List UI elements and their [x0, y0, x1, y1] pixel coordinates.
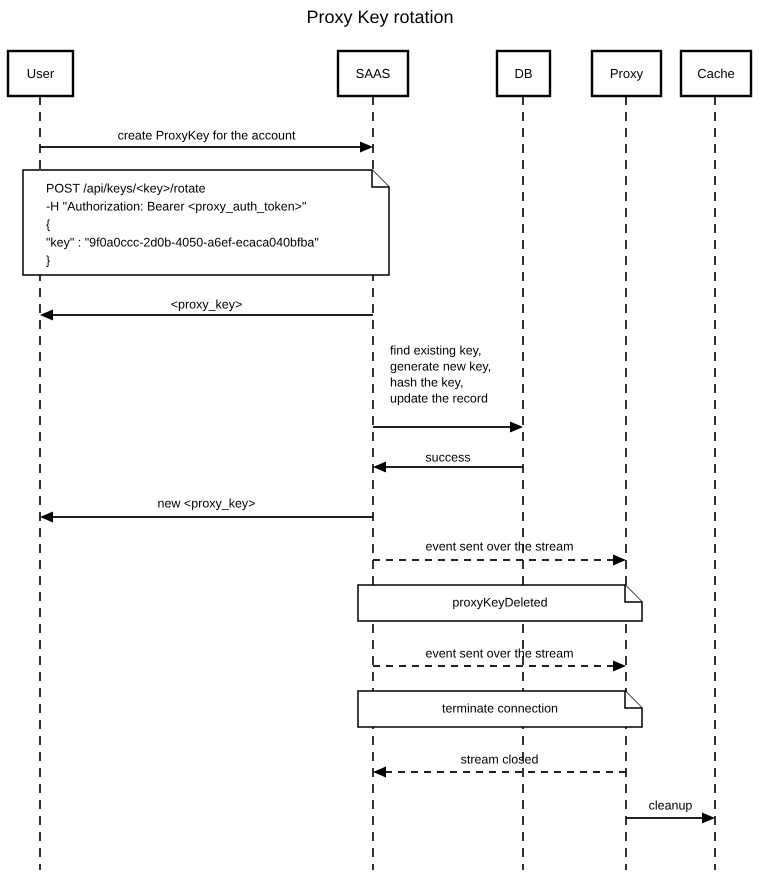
- message-label-m6: event sent over the stream: [426, 539, 574, 553]
- arrow-head-m7: [613, 660, 626, 672]
- message-label-m8: stream closed: [461, 752, 539, 766]
- self-note-line: update the record: [390, 391, 488, 405]
- message-label-m7: event sent over the stream: [426, 646, 574, 660]
- arrow-head-m5: [40, 511, 53, 523]
- message-label-m5: new <proxy_key>: [158, 496, 256, 510]
- proxy-key-deleted-note[interactable]: proxyKeyDeleted: [357, 584, 643, 622]
- note-text-line: -H "Authorization: Bearer <proxy_auth_to…: [46, 199, 306, 213]
- participant-saas[interactable]: SAAS: [336, 49, 410, 98]
- message-label-m1: create ProxyKey for the account: [118, 128, 296, 142]
- self-note-sn1: find existing key, generate new key, hash …: [390, 343, 491, 405]
- arrow-head-m6: [613, 554, 626, 566]
- page-title: Proxy Key rotation: [306, 7, 453, 27]
- note-fold-corner-icon: [624, 585, 642, 603]
- message-m9[interactable]: cleanup: [626, 798, 715, 824]
- participant-label-db: DB: [514, 66, 532, 81]
- note-fold-corner-icon: [371, 170, 389, 188]
- note-body: [22, 169, 390, 276]
- participant-proxy[interactable]: Proxy: [590, 49, 663, 98]
- note-fold-corner-icon: [624, 691, 642, 709]
- participant-user[interactable]: User: [6, 49, 75, 98]
- self-notes-layer: find existing key, generate new key, hash …: [390, 343, 491, 405]
- message-m3[interactable]: [373, 421, 523, 433]
- self-note-line: generate new key,: [390, 359, 491, 373]
- message-label-m4: success: [425, 450, 470, 464]
- arrow-head-m8: [373, 766, 386, 778]
- note-body: [357, 584, 643, 622]
- message-label-m9: cleanup: [649, 798, 693, 812]
- participant-label-saas: SAAS: [356, 66, 391, 81]
- message-m7[interactable]: event sent over the stream: [373, 646, 626, 672]
- participant-box-user: [6, 49, 75, 98]
- participant-label-cache: Cache: [697, 66, 735, 81]
- message-m2[interactable]: <proxy_key>: [40, 297, 373, 321]
- message-m5[interactable]: new <proxy_key>: [40, 496, 373, 523]
- terminate-connection-note[interactable]: terminate connection: [357, 690, 643, 728]
- arrow-head-m2: [40, 309, 53, 321]
- arrow-head-m4: [373, 461, 386, 473]
- notes-layer: POST /api/keys/<key>/rotate -H "Authoriza…: [22, 169, 643, 728]
- note-text-line: POST /api/keys/<key>/rotate: [46, 181, 206, 195]
- participant-label-user: User: [27, 66, 55, 81]
- arrow-head-m9: [702, 812, 715, 824]
- message-m4[interactable]: success: [373, 450, 523, 473]
- note-text-line: {: [46, 217, 50, 231]
- arrow-head-m1: [360, 141, 373, 153]
- note-text-line: }: [46, 253, 50, 267]
- post-rotate-request-note[interactable]: POST /api/keys/<key>/rotate -H "Authoriza…: [22, 169, 390, 276]
- participant-box-saas: [336, 49, 410, 98]
- messages-layer: create ProxyKey for the account <proxy_ke…: [40, 128, 715, 824]
- note-body: [357, 690, 643, 728]
- arrow-head-m3: [510, 421, 523, 433]
- message-m6[interactable]: event sent over the stream: [373, 539, 626, 566]
- participant-db[interactable]: DB: [495, 49, 552, 98]
- note-text-line: "key" : "9f0a0ccc-2d0b-4050-a6ef-ecaca04…: [46, 235, 319, 249]
- participants-layer: User SAAS DB Proxy Cache: [6, 49, 753, 98]
- participant-box-db: [495, 49, 552, 98]
- participant-label-proxy: Proxy: [610, 66, 644, 81]
- message-m8[interactable]: stream closed: [373, 752, 626, 778]
- participant-cache[interactable]: Cache: [679, 49, 753, 98]
- message-m1[interactable]: create ProxyKey for the account: [40, 128, 373, 153]
- participant-box-cache: [679, 49, 753, 98]
- note-text-line: proxyKeyDeleted: [452, 595, 547, 609]
- message-label-m2: <proxy_key>: [171, 297, 243, 311]
- note-text-line: terminate connection: [442, 701, 558, 715]
- participant-box-proxy: [590, 49, 663, 98]
- self-note-line: find existing key,: [390, 343, 481, 357]
- self-note-line: hash the key,: [390, 375, 463, 389]
